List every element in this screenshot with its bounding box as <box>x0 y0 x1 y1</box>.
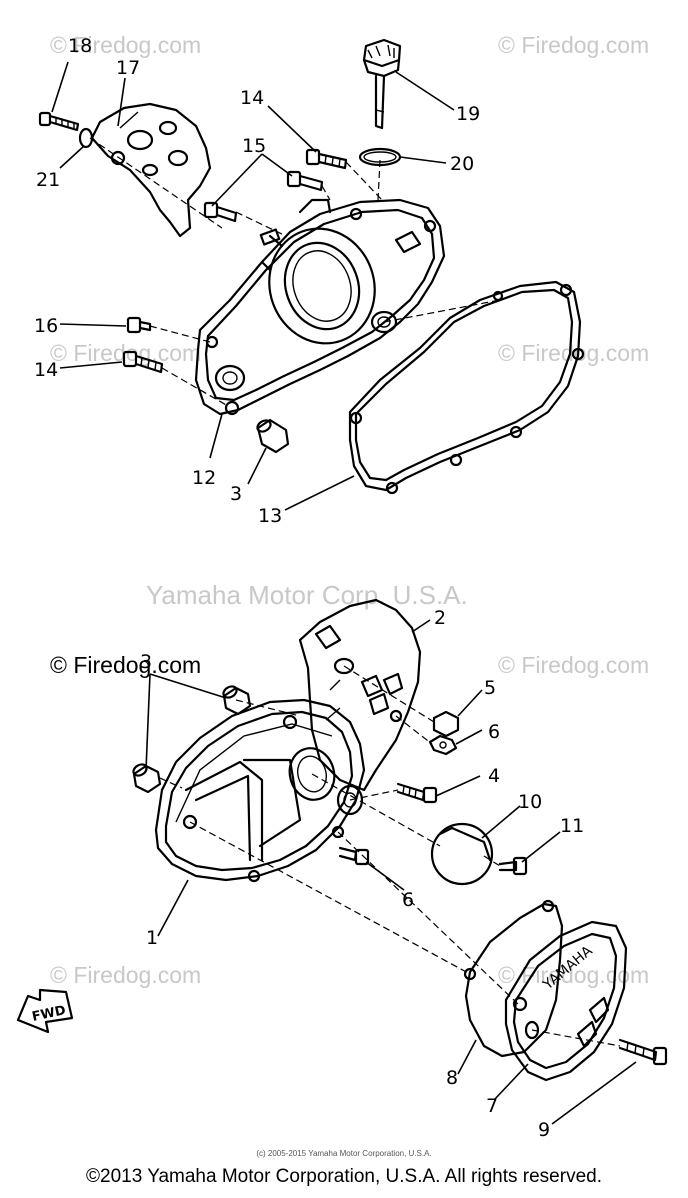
callout-3: 3 <box>230 483 242 505</box>
part-9-screw <box>618 1038 668 1066</box>
watermark-firedog: © Firedog.com <box>50 652 202 678</box>
callout-6b: 6 <box>402 889 414 911</box>
part-6-bolt <box>338 846 370 866</box>
part-17-sprocket-guard <box>90 102 212 238</box>
fwd-arrow-icon: FWD <box>16 988 74 1034</box>
part-21-washer <box>78 127 94 149</box>
callout-13: 13 <box>258 505 282 527</box>
part-1-generator-cover <box>154 698 366 883</box>
callout-15: 15 <box>242 135 266 157</box>
callout-19: 19 <box>456 103 480 125</box>
callout-21: 21 <box>36 169 60 191</box>
part-18-bolt <box>38 111 80 132</box>
part-2-inner-plate <box>298 598 422 792</box>
part-16-bolt <box>126 316 152 334</box>
watermark-firedog: © Firedog.com <box>50 32 202 58</box>
callout-17: 17 <box>116 57 140 79</box>
watermark-brand: Yamaha Motor Corp. U.S.A. <box>146 580 468 610</box>
callout-14: 14 <box>240 87 264 109</box>
watermark-firedog: © Firedog.com <box>498 652 650 678</box>
callout-1: 1 <box>146 927 158 949</box>
watermark-firedog: © Firedog.com <box>50 962 202 988</box>
cover-logo: YAMAHA <box>540 943 596 994</box>
part-11-screw <box>498 856 528 876</box>
callout-11: 11 <box>560 815 584 837</box>
part-15-bolt <box>203 170 324 223</box>
callout-18: 18 <box>68 35 92 57</box>
callout-3b: 3 <box>140 651 152 673</box>
part-4-bolt <box>396 782 438 804</box>
watermark-firedog: © Firedog.com <box>498 32 650 58</box>
part-13-gasket <box>348 280 585 495</box>
callout-8: 8 <box>446 1067 458 1089</box>
callout-14b: 14 <box>34 359 58 381</box>
part-14-bolt <box>122 350 164 374</box>
part-14-bolt <box>305 148 348 170</box>
copyright-footer: ©2013 Yamaha Motor Corporation, U.S.A. A… <box>86 1166 602 1187</box>
part-6-washer <box>428 734 458 756</box>
callout-6: 6 <box>488 721 500 743</box>
fwd-label: FWD <box>31 1003 68 1025</box>
part-5-bolt <box>432 710 460 738</box>
part-8-gasket <box>463 899 564 1058</box>
part-12-crankcase-cover <box>194 198 446 416</box>
part-3-dowel-pin <box>256 418 290 454</box>
callout-2: 2 <box>434 607 446 629</box>
callout-4: 4 <box>488 765 500 787</box>
callout-10: 10 <box>518 791 542 813</box>
fine-print-copyright: (c) 2005-2015 Yamaha Motor Corporation, … <box>256 1149 432 1158</box>
part-7-outer-cover: YAMAHA <box>504 920 628 1082</box>
callout-20: 20 <box>450 153 474 175</box>
callout-12: 12 <box>192 467 216 489</box>
part-10-inspection-cap <box>430 822 494 886</box>
callout-9: 9 <box>538 1119 550 1141</box>
part-19-oil-filler-cap <box>362 38 402 130</box>
callout-16: 16 <box>34 315 58 337</box>
callout-5: 5 <box>484 677 496 699</box>
callout-7: 7 <box>486 1095 498 1117</box>
